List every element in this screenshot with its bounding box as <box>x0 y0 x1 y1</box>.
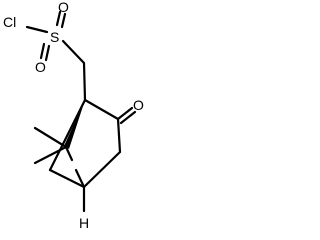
bond-s-o-top-2 <box>60 12 67 29</box>
bond-cl-s <box>25 25 49 34</box>
bond-c7-c4-lower <box>74 168 86 189</box>
bond-c1-c2 <box>83 98 120 121</box>
hydrogen-label: H <box>79 215 89 231</box>
bond-c7-methyl-a <box>33 126 68 149</box>
bond-s-o-bottom-1 <box>44 44 51 62</box>
bond-c2-o-1 <box>116 106 134 121</box>
bond-ch2-c1 <box>82 61 87 102</box>
oxygen-bottom-label: O <box>35 59 46 75</box>
bond-c3-c4 <box>82 150 122 189</box>
molecule-structure: Cl S O O O H <box>3 0 144 231</box>
wedge-c1-c7 <box>64 100 85 149</box>
bond-s-o-top-1 <box>55 10 62 27</box>
bond-s-o-bottom-2 <box>39 42 46 60</box>
bond-c6-c5 <box>48 168 86 189</box>
bond-c2-o-2 <box>119 110 137 125</box>
sulfur-label: S <box>50 29 59 45</box>
chlorine-label: Cl <box>3 14 16 30</box>
oxygen-top-label: O <box>58 0 69 15</box>
bond-c7-methyl-b <box>33 145 68 165</box>
oxygen-ketone-label: O <box>133 97 144 113</box>
bond-s-ch2 <box>61 39 86 65</box>
bond-c1-c6 <box>48 98 87 172</box>
bond-c2-c3 <box>116 117 122 154</box>
bond-c7-c4-upper <box>64 145 74 162</box>
